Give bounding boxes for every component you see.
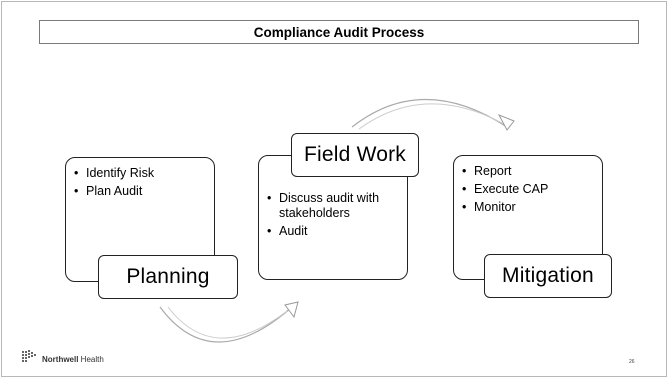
planning-label: Planning — [98, 255, 238, 299]
fieldwork-label: Field Work — [291, 133, 419, 177]
northwell-logo: Northwell Health — [21, 349, 104, 364]
mitigation-bullets: Report Execute CAP Monitor — [462, 164, 596, 215]
planning-bullets: Identify Risk Plan Audit — [74, 166, 208, 199]
list-item: Audit — [267, 224, 401, 239]
arrow-bottom — [159, 306, 293, 343]
arrow-top-head — [497, 114, 515, 131]
page-number: 26 — [629, 359, 635, 365]
arrow-bottom-head — [284, 301, 299, 319]
mitigation-label: Mitigation — [484, 254, 612, 298]
list-item: Plan Audit — [74, 184, 208, 199]
list-item: Report — [462, 164, 596, 179]
logo-text: Northwell Health — [42, 355, 104, 364]
list-item: Execute CAP — [462, 182, 596, 197]
arrow-bottom-inner — [167, 306, 288, 339]
logo-dots-icon — [22, 350, 36, 362]
fieldwork-bullets: Discuss audit with stakeholders Audit — [267, 191, 401, 239]
slide-title: Compliance Audit Process — [39, 20, 639, 44]
list-item: Discuss audit with stakeholders — [267, 191, 394, 221]
list-item: Identify Risk — [74, 166, 208, 181]
arrow-top-inner — [358, 103, 503, 130]
list-item: Monitor — [462, 200, 596, 215]
